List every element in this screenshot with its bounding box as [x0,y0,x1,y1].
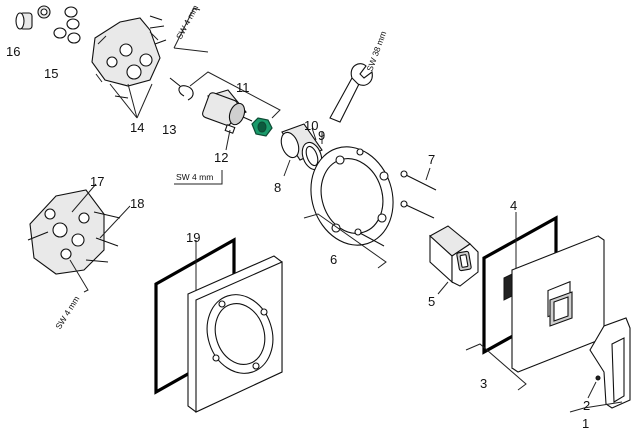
part-16-cap [15,12,33,30]
part-6-mounting-plate [310,146,394,246]
svg-text:SW 4 mm: SW 4 mm [176,172,213,182]
label-18: 18 [130,196,144,211]
label-6: 6 [330,252,337,267]
hex-key-mid: SW 4 mm [174,170,223,185]
label-11: 11 [236,80,250,95]
svg-text:SW 4 mm: SW 4 mm [53,294,81,331]
label-1: 1 [582,416,589,431]
label-14: 14 [130,120,144,135]
part-13-clip [169,77,194,101]
label-17: 17 [90,174,104,189]
label-19: 19 [186,230,200,245]
leader-9-10 [311,127,323,144]
leader-14 [109,83,153,119]
label-12: 12 [214,150,228,165]
label-16: 16 [6,44,20,59]
part-1-handle [589,317,631,409]
label-8: 8 [274,180,281,195]
wrench-sw38: SW 38 mm [329,30,388,123]
part-5-adapter [429,225,479,287]
part-11-cartridge [202,89,253,134]
part-19-frame [187,255,283,413]
label-3: 3 [480,376,487,391]
leader-12 [225,129,231,151]
part-15-seals [37,5,81,44]
bracket-3 [465,343,527,391]
label-5: 5 [428,294,435,309]
label-9: 9 [318,128,325,143]
part-7-screws [354,170,437,247]
part-11-green-nut [251,117,273,137]
leader-5 [437,281,449,295]
bracket-11 [189,71,281,119]
part-14-valve-body [91,15,167,99]
hex-key-top: SW 4 mm [173,3,209,53]
label-7: 7 [428,152,435,167]
part-3-cover-plate [511,235,605,373]
label-4: 4 [510,198,517,213]
label-2: 2 [583,398,590,413]
part-17-valve-body [27,189,121,275]
leader-2 [587,381,597,399]
leader-17-18 [71,183,131,239]
label-15: 15 [44,66,58,81]
label-10: 10 [304,118,318,133]
bracket-6 [303,213,387,269]
svg-text:SW 4 mm: SW 4 mm [174,3,200,41]
leader-7 [425,167,431,181]
label-13: 13 [162,122,176,137]
svg-text:SW 38 mm: SW 38 mm [364,30,388,73]
leader-1 [569,401,623,413]
leader-8 [283,159,291,177]
